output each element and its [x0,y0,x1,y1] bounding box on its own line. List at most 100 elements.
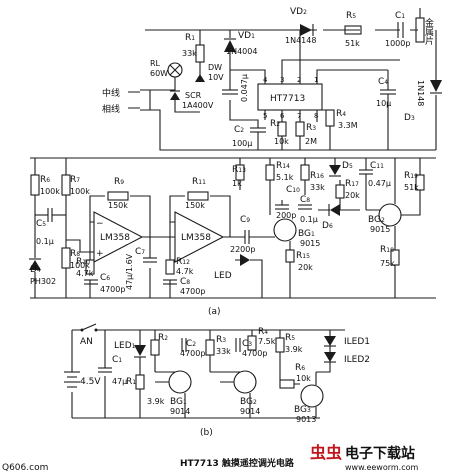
svg-text:3.3M: 3.3M [338,121,358,130]
svg-text:AN: AN [80,337,93,347]
bottom-bg1-transistor [168,370,192,394]
label-a: (a) [208,307,221,317]
svg-text:33k: 33k [216,347,231,356]
svg-text:R10: R10 [76,257,90,267]
svg-text:C4: C4 [378,77,388,87]
svg-text:R2: R2 [270,119,280,129]
svg-text:BG2: BG2 [240,397,257,407]
r16-resistor [300,164,310,181]
svg-text:R14: R14 [276,161,290,171]
svg-text:R5: R5 [285,333,295,343]
r1-resistor [195,44,205,63]
svg-text:R1: R1 [126,377,136,387]
scr-icon [170,92,180,100]
svg-text:47μ: 47μ [112,377,127,386]
svg-text:R5: R5 [346,11,356,21]
svg-text:R6: R6 [295,363,305,373]
vd2-value: 1N4148 [285,36,316,45]
svg-text:R4: R4 [258,327,268,337]
svg-text:9014: 9014 [170,407,190,416]
svg-text:4700p: 4700p [100,285,125,294]
bottom-r4-resistor [247,335,257,351]
svg-text:4700p: 4700p [242,349,267,358]
svg-text:SCR: SCR [185,91,202,100]
vd2-diode-icon [300,24,312,36]
svg-text:R2: R2 [158,333,168,343]
svg-text:C3: C3 [242,339,252,349]
svg-text:9014: 9014 [240,407,260,416]
svg-text:R17: R17 [345,179,359,189]
bottom-bg3-transistor [300,384,324,408]
svg-text:R13: R13 [232,165,246,175]
svg-text:C5: C5 [36,219,46,229]
svg-text:R12: R12 [176,257,190,267]
r18-resistor [390,249,400,266]
bottom-r5-resistor [275,337,285,353]
svg-text:R3: R3 [216,335,226,345]
svg-text:100k: 100k [70,261,90,270]
svg-text:4700p: 4700p [180,349,205,358]
svg-text:C2: C2 [186,339,196,349]
d3-diode-icon [430,80,442,92]
r8-resistor [61,247,71,269]
d5-diode-icon [329,165,341,175]
svg-text:C8: C8 [180,277,190,287]
svg-text:75k: 75k [380,259,395,268]
svg-text:PH302: PH302 [30,277,56,286]
svg-text:R16: R16 [310,171,324,181]
svg-text:9013: 9013 [296,415,316,424]
svg-text:150k: 150k [185,201,205,210]
svg-text:HT7713: HT7713 [270,94,305,104]
svg-text:R4: R4 [336,109,346,119]
r15-resistor [285,249,295,263]
bottom-r6-resistor [279,379,295,389]
svg-text:10V: 10V [208,73,224,82]
svg-text:4700p: 4700p [180,287,205,296]
metal-label: 金属片 [423,17,434,46]
svg-text:R19: R19 [404,171,418,181]
svg-text:60W: 60W [150,69,168,78]
iled1-icon [324,336,336,346]
svg-text:10μ: 10μ [376,99,391,108]
led-icon [240,254,250,266]
svg-text:R3: R3 [306,123,316,133]
svg-text:C9: C9 [240,215,250,225]
svg-text:C6: C6 [100,273,110,283]
svg-text:R18: R18 [380,245,394,255]
svg-text:C10: C10 [286,185,300,195]
svg-text:RL: RL [150,59,161,68]
svg-text:33k: 33k [182,49,197,58]
svg-text:ILED2: ILED2 [344,355,370,365]
svg-text:33k: 33k [310,183,325,192]
svg-text:BG3: BG3 [294,405,311,415]
svg-text:C1: C1 [112,355,122,365]
svg-text:0.1μ: 0.1μ [300,215,318,224]
svg-text:7: 7 [297,112,301,120]
svg-text:LED: LED [214,271,232,281]
svg-text:3.9k: 3.9k [147,397,165,406]
svg-text:R7: R7 [70,175,80,185]
svg-text:9015: 9015 [300,239,320,248]
svg-text:20k: 20k [345,191,360,200]
svg-text:0.47μ: 0.47μ [368,179,391,188]
svg-text:C8: C8 [300,195,310,205]
svg-text:−: − [96,219,104,229]
bottom-r3-resistor [205,339,215,356]
label-b: (b) [200,428,213,438]
r13-resistor [235,164,245,181]
r9-resistor [107,191,129,201]
svg-text:100k: 100k [40,187,60,196]
svg-text:4.7k: 4.7k [176,267,194,276]
r19-resistor [415,174,425,191]
bottom-r1-resistor [135,374,145,390]
watermark-url: www.eeworm.com [345,463,418,472]
watermark-left: Q606.com [2,463,48,473]
svg-text:9015: 9015 [370,225,390,234]
svg-text:0.047μ: 0.047μ [240,74,249,102]
svg-text:LM358: LM358 [181,233,211,243]
svg-text:R15: R15 [296,251,310,261]
d4-photodiode-icon [29,260,41,270]
svg-text:R8: R8 [70,249,80,259]
watermark-logo: 虫虫 [310,443,342,462]
